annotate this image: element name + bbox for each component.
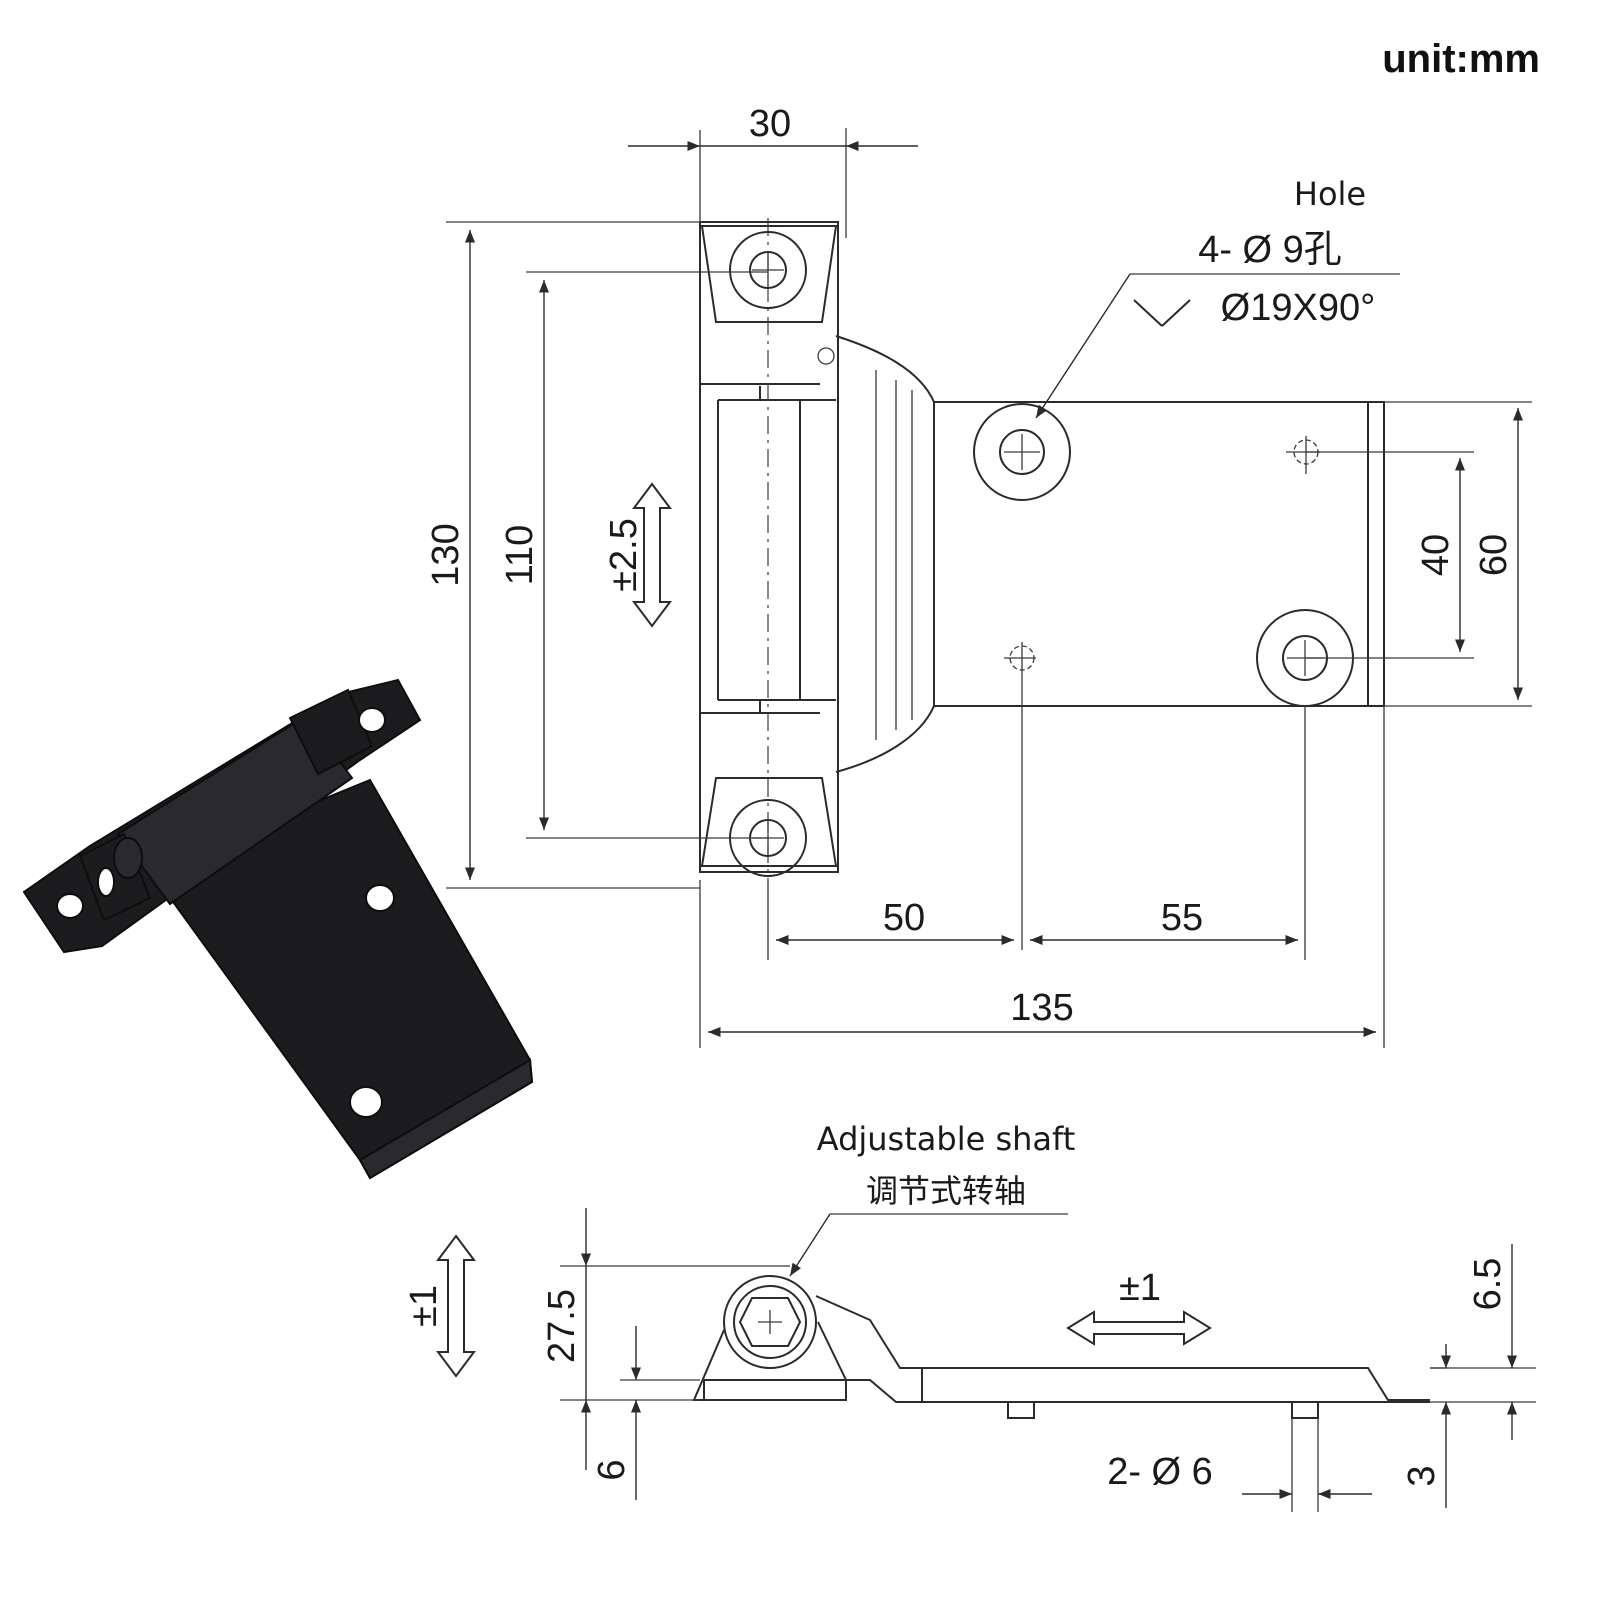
adjust-1-horizontal-label: ±1 <box>1119 1267 1161 1309</box>
dim-6-5-label: 6.5 <box>1467 1258 1509 1311</box>
unit-label: unit:mm <box>1382 37 1540 81</box>
hole-en-label: Hole <box>1294 175 1366 213</box>
photo-hole-base-right <box>358 707 386 733</box>
photo-barrel <box>116 714 354 906</box>
knuckle-base <box>692 1321 847 1401</box>
dim-50-label: 50 <box>883 897 925 939</box>
dim-40-label: 40 <box>1415 534 1457 576</box>
photo-hole-base-left <box>56 893 84 919</box>
photo-hole-leaf-bottom <box>349 1086 383 1118</box>
leaf-hole-top <box>973 403 1071 501</box>
photo-shaft-highlight <box>97 867 115 897</box>
countersink-label: Ø19X90° <box>1221 287 1376 329</box>
leaf-plate <box>934 401 1385 707</box>
photo-hole-leaf-top <box>365 884 395 912</box>
side-view: Adjustable shaft 调节式转轴 2- Ø 6 ±1 <box>403 1120 1536 1512</box>
dim-27-5-label: 27.5 <box>541 1289 583 1363</box>
leaf-profile-top <box>815 1295 1430 1401</box>
leaf-profile-bottom <box>846 1379 1430 1403</box>
dim-110-label: 110 <box>499 525 541 586</box>
pin-spec-label: 2- Ø 6 <box>1107 1451 1213 1493</box>
top-left-hole <box>729 231 807 309</box>
dim-135-label: 135 <box>1010 987 1073 1029</box>
product-photo <box>22 678 534 1180</box>
knuckle-outline <box>699 221 839 873</box>
adjust-horizontal-arrow <box>1066 1310 1212 1346</box>
dim-6-label: 6 <box>591 1459 633 1480</box>
adjust-1-vertical-label: ±1 <box>403 1285 445 1327</box>
pin-right <box>1291 1401 1319 1419</box>
pin-left <box>1007 1401 1035 1419</box>
adjust-2-5-label: ±2.5 <box>603 518 645 592</box>
shaft-zh-label: 调节式转轴 <box>866 1172 1026 1210</box>
dim-55-label: 55 <box>1161 897 1203 939</box>
dim-3-label: 3 <box>1401 1465 1443 1486</box>
top-view: 30 130 110 ±2.5 Hole 4- Ø 9孔 Ø19X90° 40 … <box>425 103 1532 1048</box>
hole-spec-label: 4- Ø 9孔 <box>1198 229 1342 271</box>
bottom-block <box>700 777 838 867</box>
dim-130-label: 130 <box>425 523 467 586</box>
shaft-outer <box>723 1275 817 1369</box>
top-block <box>700 225 838 323</box>
neck-flare <box>835 335 935 773</box>
adjust-vertical-arrow-side <box>436 1234 476 1378</box>
adjust-vertical-arrow <box>632 482 672 628</box>
dim-30-label: 30 <box>749 103 791 145</box>
dim-60-label: 60 <box>1473 534 1515 576</box>
hex-socket <box>738 1297 802 1347</box>
shaft-en-label: Adjustable shaft <box>817 1120 1076 1158</box>
